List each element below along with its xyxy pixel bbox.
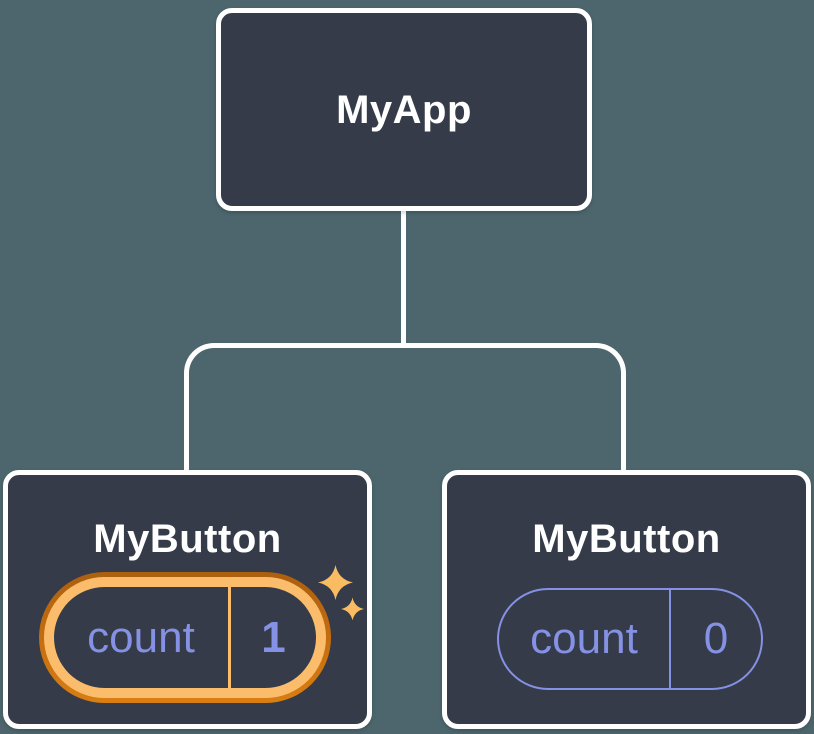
state-value: 1 bbox=[261, 612, 286, 662]
child-node-right-label: MyButton bbox=[532, 517, 721, 561]
root-node-label: MyApp bbox=[336, 87, 472, 132]
child-node-left: MyButton count 1 bbox=[3, 470, 372, 729]
state-pill-highlighted: count 1 bbox=[39, 572, 331, 703]
state-pill-plain: count 0 bbox=[497, 588, 763, 690]
connector-root-stem bbox=[401, 205, 406, 347]
state-key: count bbox=[87, 612, 195, 662]
state-pill-highlight-ring: count 1 bbox=[44, 577, 326, 698]
sparkles-icon bbox=[318, 565, 364, 620]
state-pill-divider bbox=[669, 590, 671, 688]
child-node-left-label: MyButton bbox=[93, 517, 282, 561]
state-pill-body: count 1 bbox=[54, 587, 316, 688]
state-key: count bbox=[530, 614, 638, 663]
state-pill-divider bbox=[228, 587, 231, 688]
child-node-right: MyButton count 0 bbox=[442, 470, 811, 729]
state-value: 0 bbox=[703, 614, 729, 663]
root-node: MyApp bbox=[216, 8, 592, 211]
connector-branch bbox=[184, 343, 626, 474]
